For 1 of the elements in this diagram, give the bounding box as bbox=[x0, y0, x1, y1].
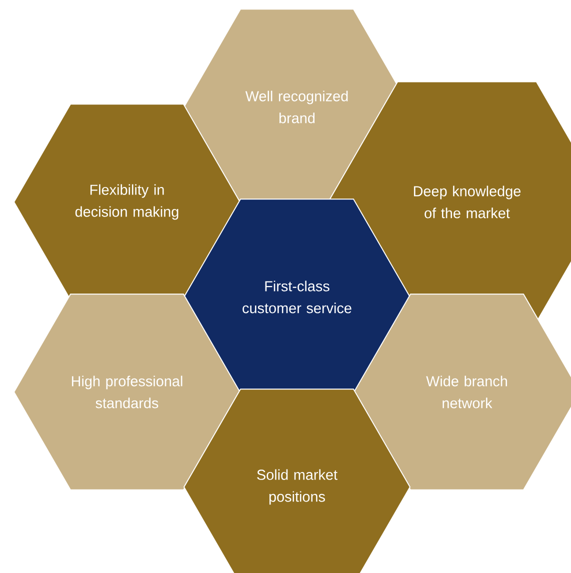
hexagon: Wide branch network bbox=[353, 294, 571, 490]
